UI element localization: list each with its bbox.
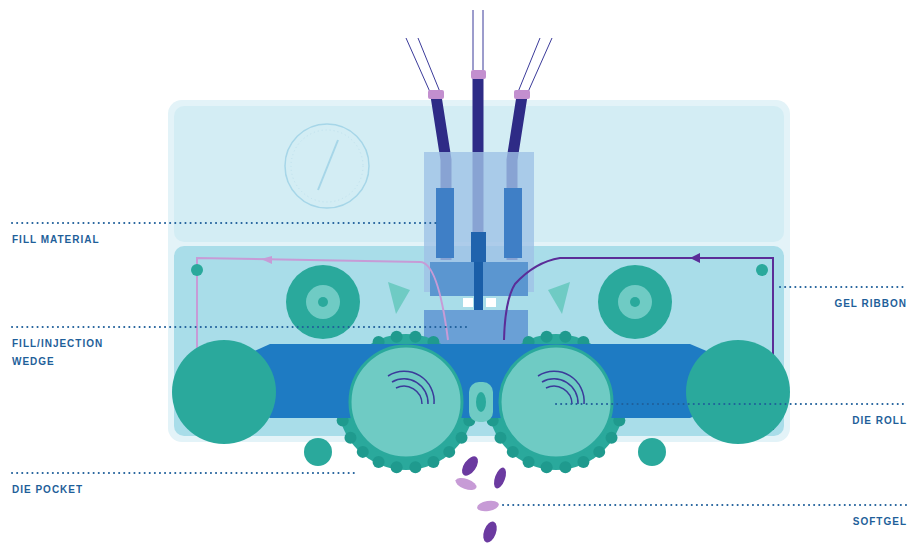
die-pocket <box>427 456 439 468</box>
leader-lines <box>12 223 907 505</box>
part-label: FILL/INJECTION WEDGE <box>12 335 142 371</box>
die-pocket <box>559 461 571 473</box>
die-pocket <box>507 446 519 458</box>
fill-block <box>424 152 534 310</box>
side-roller <box>172 340 276 444</box>
part-label: DIE ROLL <box>707 412 907 430</box>
part-label: FILL MATERIAL <box>12 231 212 249</box>
part-label: DIE POCKET <box>12 481 212 499</box>
die-pocket <box>494 432 506 444</box>
die-pocket <box>409 331 421 343</box>
die-pocket <box>391 461 403 473</box>
guide <box>388 282 410 314</box>
side-roller <box>686 340 790 444</box>
pressure-gauge <box>285 124 369 208</box>
die-pocket <box>606 432 618 444</box>
die-pocket <box>541 331 553 343</box>
die-pocket <box>391 331 403 343</box>
die-pocket <box>577 456 589 468</box>
die-pocket <box>456 432 468 444</box>
part-label: SOFTGEL <box>707 513 907 531</box>
guide <box>548 282 570 314</box>
die-pocket <box>593 446 605 458</box>
die-pocket <box>523 456 535 468</box>
part-label: GEL RIBBON <box>707 295 907 313</box>
die-pocket <box>541 461 553 473</box>
die-pocket <box>357 446 369 458</box>
die-pocket <box>409 461 421 473</box>
die-pocket <box>373 456 385 468</box>
die-pocket <box>443 446 455 458</box>
die-pocket <box>559 331 571 343</box>
softgels <box>454 454 509 545</box>
die-pocket <box>344 432 356 444</box>
injection-wedge <box>424 310 528 346</box>
die-roll-face <box>350 346 612 458</box>
